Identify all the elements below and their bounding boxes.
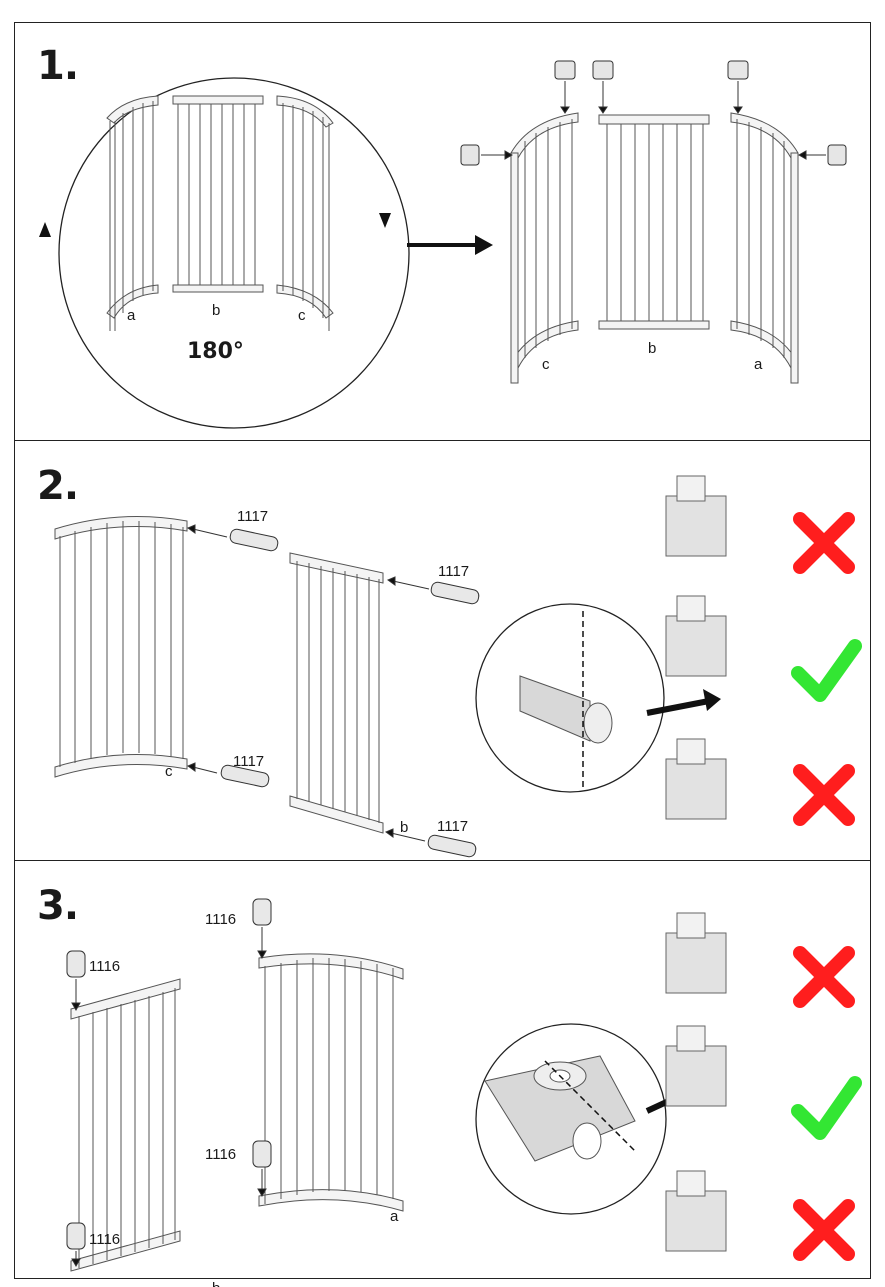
gate-label-b: b bbox=[212, 1280, 220, 1287]
gate-label-a: a bbox=[127, 307, 136, 324]
cross-icon bbox=[793, 1199, 855, 1261]
part-code-1116: 1116 bbox=[89, 958, 120, 975]
step-2-illustration: 1117 1117 1117 1117 c b bbox=[54, 475, 862, 858]
arrow-icon bbox=[646, 698, 710, 716]
step-3-panel: 3. bbox=[15, 861, 870, 1287]
rotate-arrow-left-icon bbox=[39, 222, 51, 237]
connector-icons bbox=[460, 60, 847, 166]
step-3-illustration: 1116 1116 1116 1116 a b bbox=[66, 898, 862, 1287]
part-code-1117: 1117 bbox=[438, 563, 469, 580]
gate-a bbox=[258, 953, 404, 1212]
step-1-illustration: a b c 180° bbox=[39, 60, 847, 429]
gate-b bbox=[70, 978, 181, 1272]
rotation-circle bbox=[58, 77, 410, 429]
gate-label-c: c bbox=[542, 356, 550, 373]
gate-a-after bbox=[730, 112, 799, 384]
gate-label-b: b bbox=[400, 819, 408, 836]
part-code-1117: 1117 bbox=[233, 753, 264, 770]
check-icon bbox=[791, 639, 862, 702]
example-blocks bbox=[665, 912, 727, 1252]
instruction-page: 1. bbox=[14, 22, 871, 1287]
gate-label-a: a bbox=[390, 1208, 399, 1225]
example-blocks bbox=[665, 475, 727, 820]
step-number: 1. bbox=[37, 43, 79, 89]
part-code-1117: 1117 bbox=[437, 818, 468, 835]
step-number: 2. bbox=[37, 463, 79, 509]
gate-label-a: a bbox=[754, 356, 763, 373]
gate-a-before bbox=[106, 95, 159, 331]
cross-icon bbox=[793, 764, 855, 826]
gate-b-before bbox=[172, 95, 264, 293]
gate-c-before bbox=[276, 95, 334, 331]
cross-icon bbox=[793, 946, 855, 1008]
gate-c-after bbox=[510, 112, 579, 384]
gate-label-b: b bbox=[648, 340, 656, 357]
gate-c bbox=[54, 516, 188, 778]
step-1-panel: 1. bbox=[15, 23, 870, 441]
part-code-1116: 1116 bbox=[89, 1231, 120, 1248]
step-number: 3. bbox=[37, 883, 79, 929]
barrel-nut-parts bbox=[66, 898, 272, 1268]
part-code-1117: 1117 bbox=[237, 508, 268, 525]
step-2-panel: 2. bbox=[15, 441, 870, 861]
rotate-arrow-right-icon bbox=[379, 213, 391, 228]
part-code-1116: 1116 bbox=[205, 1146, 236, 1163]
rotation-label: 180° bbox=[187, 339, 244, 364]
bolt-parts bbox=[186, 524, 480, 858]
gate-label-b: b bbox=[212, 302, 220, 319]
gate-label-c: c bbox=[298, 307, 306, 324]
part-code-1116: 1116 bbox=[205, 911, 236, 928]
cross-icon bbox=[793, 512, 855, 574]
check-icon bbox=[791, 1076, 862, 1140]
gate-b bbox=[289, 552, 384, 834]
gate-b-after bbox=[598, 114, 710, 330]
gate-label-c: c bbox=[165, 763, 173, 780]
